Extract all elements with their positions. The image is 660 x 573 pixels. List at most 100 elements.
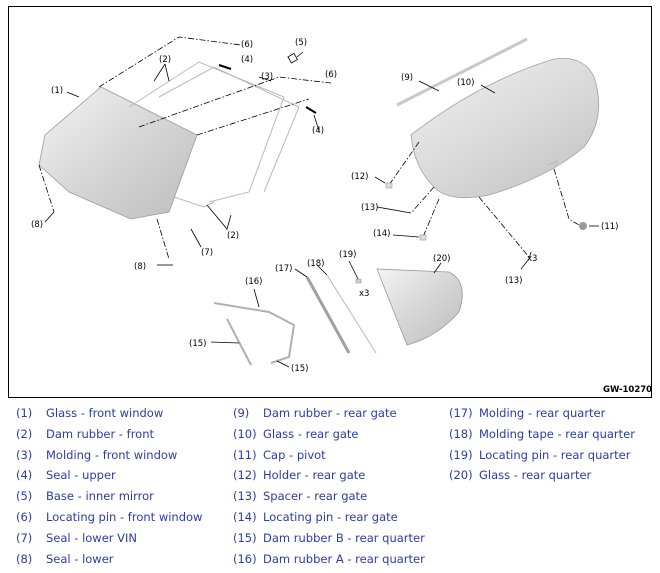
legend-number: (18) <box>449 426 473 441</box>
callout-4: (4) <box>241 55 253 65</box>
leader-line <box>433 262 442 274</box>
legend-item: (15)Dam rubber B - rear quarter <box>233 528 425 549</box>
legend-number: (16) <box>233 551 257 566</box>
leader-line <box>44 211 55 223</box>
rear-quarter-glass <box>376 268 463 346</box>
legend-item: (20)Glass - rear quarter <box>449 465 635 486</box>
alignment-line <box>410 186 435 214</box>
legend-column-1: (1)Glass - front window (2)Dam rubber - … <box>16 403 202 569</box>
rear-quarter-dam-rubber-a <box>213 302 296 364</box>
alignment-line <box>478 196 530 258</box>
upper-seal-part <box>305 106 317 114</box>
leader-line <box>190 228 202 248</box>
legend-number: (9) <box>233 406 250 420</box>
legend-label: Molding - rear quarter <box>479 406 606 420</box>
callout-15: (15) <box>189 339 206 349</box>
legend-item: (9) Dam rubber - rear gate <box>233 403 425 424</box>
rear-gate-holder-part <box>385 182 393 189</box>
callout-15: (15) <box>291 364 308 374</box>
legend-number: (13) <box>233 489 257 504</box>
legend-item: (13) Spacer - rear gate <box>233 486 425 507</box>
legend-number: (20) <box>449 468 473 483</box>
legend-item: (5) Base - inner mirror <box>16 486 202 507</box>
upper-seal-part <box>218 64 232 70</box>
legend-item: (4) Seal - upper <box>16 465 202 486</box>
leader-line <box>348 260 359 280</box>
front-window-glass <box>38 86 198 220</box>
callout-9: (9) <box>401 73 413 83</box>
legend-number: (8) <box>16 551 33 566</box>
rear-gate-holder-outline <box>546 160 558 170</box>
legend-number: (19) <box>449 447 473 462</box>
callout-3: (3) <box>261 72 273 82</box>
callout-8: (8) <box>31 220 43 230</box>
legend-label: Seal - lower VIN <box>46 530 138 545</box>
rear-quarter-locating-pin-part <box>355 278 362 284</box>
alignment-line <box>98 36 242 88</box>
legend-item: (17) Molding - rear quarter <box>449 403 635 424</box>
leader-line <box>392 234 420 238</box>
legend-item: (8)Seal - lower <box>16 549 202 570</box>
leader-line <box>313 114 320 132</box>
legend-item: (14) Locating pin - rear gate <box>233 507 425 528</box>
alignment-line <box>388 141 420 186</box>
callout-4: (4) <box>312 126 324 136</box>
legend-item: (19)Locating pin - rear quarter <box>449 445 635 466</box>
quantity-label: x3 <box>359 289 369 299</box>
legend-label: Base - inner mirror <box>46 489 154 504</box>
leader-line <box>296 51 304 58</box>
alignment-line <box>196 98 310 136</box>
alignment-line <box>138 76 332 128</box>
legend-number: (1) <box>16 406 33 420</box>
quantity-label: x3 <box>527 254 537 264</box>
legend-number: (2) <box>16 426 33 441</box>
alignment-line <box>422 198 440 238</box>
legend-number: (4) <box>16 468 33 483</box>
legend-item: (6)Locating pin - front window <box>16 507 202 528</box>
callout-7: (7) <box>201 248 213 258</box>
legend-number: (14) <box>233 509 257 524</box>
callout-6: (6) <box>325 70 337 80</box>
leader-line <box>258 76 272 82</box>
callout-11: (11) <box>601 222 618 232</box>
callout-17: (17) <box>275 264 292 274</box>
legend-item: (12)Holder - rear gate <box>233 465 425 486</box>
alignment-line <box>156 218 170 260</box>
legend-item: (11)Cap - pivot <box>233 445 425 466</box>
front-dam-rubber-outline <box>128 61 285 203</box>
callout-10: (10) <box>457 78 474 88</box>
parts-legend: (1)Glass - front window (2)Dam rubber - … <box>0 403 660 573</box>
legend-label: Locating pin - rear gate <box>263 509 398 524</box>
leader-line <box>316 264 328 276</box>
legend-label: Molding - front window <box>46 447 178 462</box>
legend-number: (5) <box>16 489 33 504</box>
callout-2: (2) <box>159 55 171 65</box>
leader-line <box>210 341 240 344</box>
legend-label: Holder - rear gate <box>263 468 366 483</box>
legend-label: Spacer - rear gate <box>263 489 368 504</box>
callout-16: (16) <box>245 277 262 287</box>
rear-quarter-molding-tape <box>326 274 377 354</box>
legend-label: Molding tape - rear quarter <box>479 426 635 441</box>
legend-label: Glass - rear gate <box>263 426 359 441</box>
leader-line <box>276 360 290 368</box>
rear-gate-dam-rubber <box>396 37 528 107</box>
front-seal-outline <box>173 196 215 208</box>
parts-diagram: (1) (2) (2) (3) (4) (4) (5) (6) (6) (7) … <box>8 6 652 398</box>
callout-20: (20) <box>433 254 450 264</box>
legend-label: Dam rubber - rear gate <box>263 406 397 420</box>
callout-1: (1) <box>51 86 63 96</box>
leader-line <box>294 268 308 278</box>
rear-gate-glass <box>410 58 600 199</box>
leader-line <box>376 206 412 214</box>
callout-18: (18) <box>307 259 324 269</box>
callout-2: (2) <box>227 231 239 241</box>
leader-line <box>520 251 532 270</box>
leader-line <box>66 91 80 98</box>
legend-label: Seal - upper <box>46 468 116 483</box>
callout-5: (5) <box>295 38 307 48</box>
legend-number: (11) <box>233 447 257 462</box>
legend-number: (7) <box>16 530 33 545</box>
legend-number: (17) <box>449 406 473 420</box>
inner-mirror-base-part <box>287 52 299 64</box>
